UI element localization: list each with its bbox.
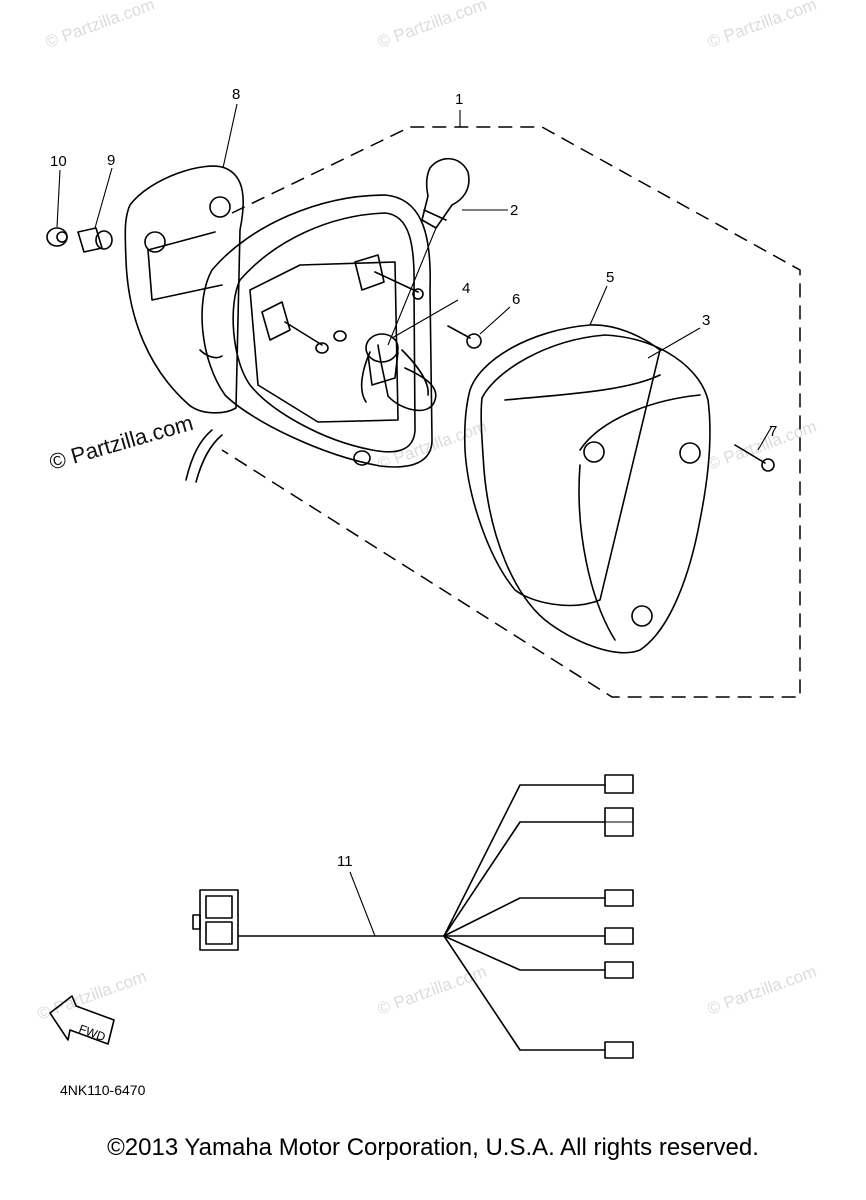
- bulb-socket: [365, 299, 459, 386]
- assembly-boundary: [221, 126, 801, 698]
- screw-part-7: [734, 425, 775, 472]
- wire-harness: [192, 774, 634, 1059]
- callout-numbers: 1 2 3 4 5 6 7 8 9 10 11: [50, 86, 777, 870]
- callout-6: 6: [512, 291, 520, 308]
- watermark-text: © Partzilla.com: [43, 0, 157, 52]
- callout-4: 4: [462, 280, 470, 297]
- diagram-id: 4NK110-6470: [60, 1082, 146, 1098]
- lens-gasket: [463, 285, 661, 607]
- watermark-text: © Partzilla.com: [375, 962, 489, 1019]
- callout-9: 9: [107, 152, 115, 169]
- callout-7: 7: [769, 423, 777, 440]
- watermark-text-dark: © Partzilla.com: [46, 410, 195, 475]
- watermark-text: © Partzilla.com: [705, 0, 819, 52]
- tail-lens: [480, 327, 711, 654]
- callout-10: 10: [50, 153, 67, 170]
- watermark-text: © Partzilla.com: [705, 962, 819, 1019]
- callout-5: 5: [606, 269, 614, 286]
- fwd-label: FWD: [77, 1022, 108, 1045]
- leader-line-8: [222, 103, 238, 169]
- callout-11: 11: [337, 853, 353, 870]
- callout-2: 2: [510, 202, 518, 219]
- base-plate: [124, 103, 245, 414]
- bolt-part-9: [77, 167, 113, 253]
- callout-8: 8: [232, 86, 240, 103]
- screw-part-6: [447, 306, 511, 349]
- callout-3: 3: [702, 312, 710, 329]
- watermark-text: © Partzilla.com: [375, 0, 489, 52]
- nut-part-10: [46, 169, 68, 247]
- copyright-notice: ©2013 Yamaha Motor Corporation, U.S.A. A…: [107, 1134, 759, 1161]
- callout-1: 1: [455, 91, 463, 108]
- bulb: [387, 157, 508, 346]
- lamp-housing: [185, 194, 437, 483]
